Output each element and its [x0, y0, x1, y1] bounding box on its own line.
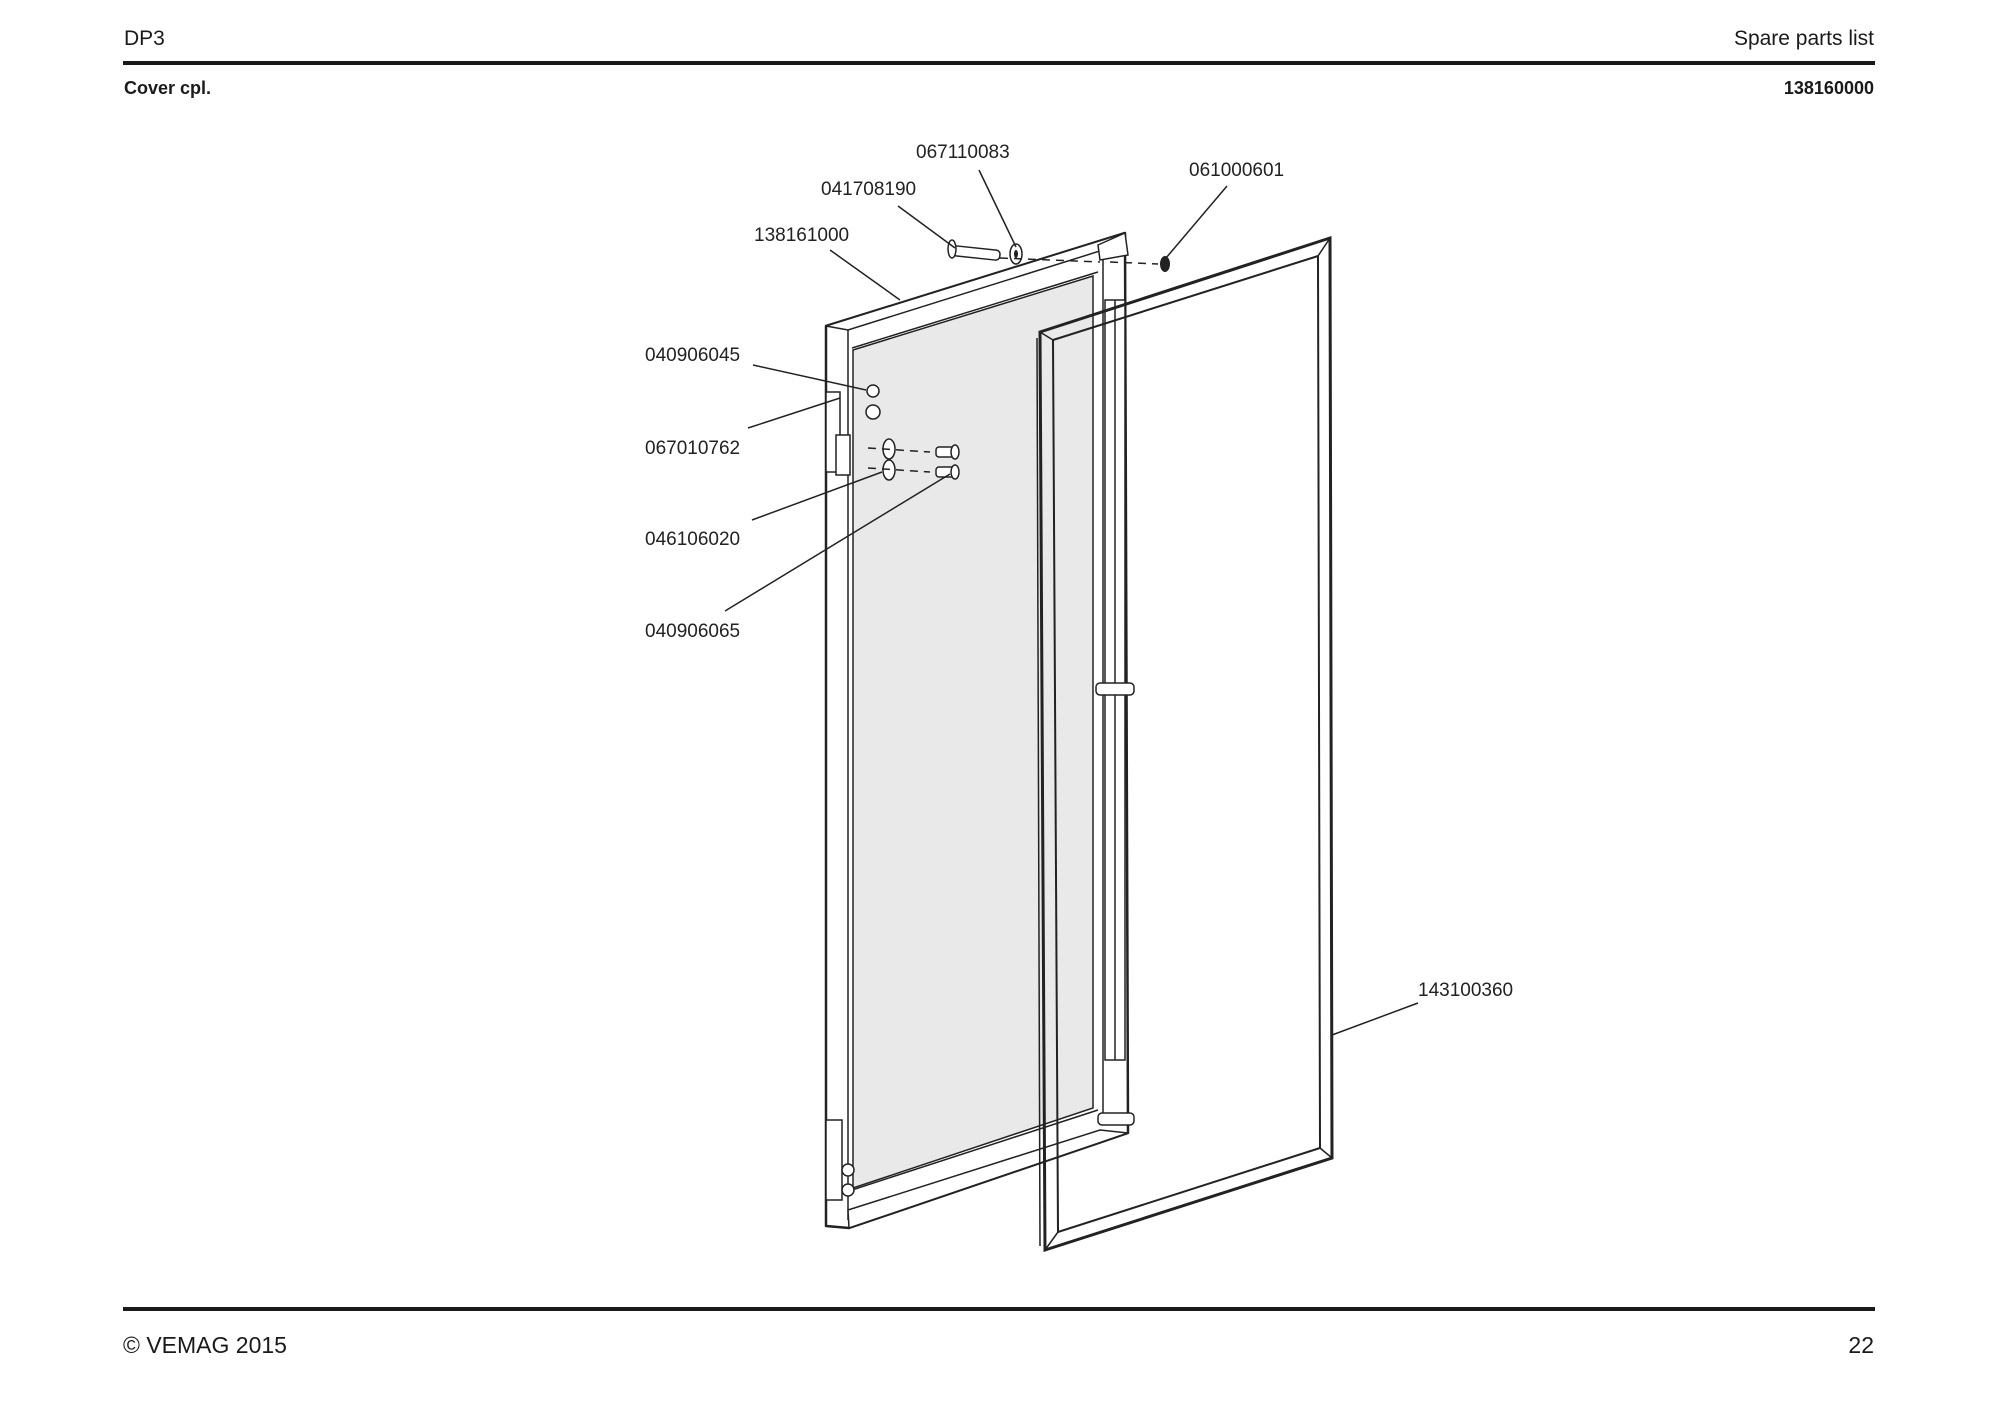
- footer-rule: [123, 1307, 1875, 1311]
- header-rule: [123, 61, 1875, 65]
- callout-labels: 067110083 061000601 041708190 138161000 …: [645, 142, 1513, 1001]
- callout-046106020: 046106020: [645, 529, 740, 550]
- document-type: Spare parts list: [1733, 27, 1874, 50]
- copyright: © VEMAG 2015: [123, 1332, 287, 1358]
- callout-061000601: 061000601: [1189, 160, 1284, 181]
- callout-143100360: 143100360: [1418, 980, 1513, 1001]
- seal-frame: [1036, 235, 1334, 1253]
- hardware-parts: [865, 239, 1170, 481]
- page-number: 22: [1848, 1332, 1874, 1358]
- assembly-number: 138160000: [1783, 78, 1874, 98]
- callout-040906045: 040906045: [645, 345, 740, 366]
- cover-panel: [824, 231, 1135, 1230]
- callout-041708190: 041708190: [821, 179, 916, 200]
- callout-138161000: 138161000: [754, 225, 849, 246]
- callout-067010762: 067010762: [645, 438, 740, 459]
- assembly-title: Cover cpl.: [124, 78, 212, 98]
- document-code: DP3: [124, 27, 165, 50]
- callout-067110083: 067110083: [916, 142, 1010, 163]
- leader-lines: [724, 169, 1419, 1036]
- callout-040906065: 040906065: [645, 621, 740, 642]
